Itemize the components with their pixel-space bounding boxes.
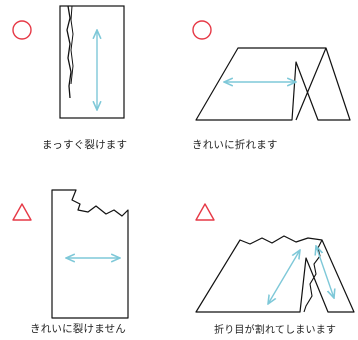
tear-line xyxy=(66,5,72,99)
circle-rating-icon xyxy=(12,20,32,40)
grain-direction-arrow-2 xyxy=(316,246,334,298)
panel-fold-fair xyxy=(195,203,355,313)
paper-sheet-torn xyxy=(51,189,129,319)
triangle-rating-icon xyxy=(12,203,32,221)
folded-sheet xyxy=(195,47,351,121)
caption-tear-good: まっすぐ裂けます xyxy=(42,139,128,151)
grain-direction-arrow xyxy=(268,250,300,304)
folded-sheet-cracked xyxy=(195,235,355,313)
panel-fold-good xyxy=(192,20,351,121)
panel-tear-good xyxy=(12,5,125,119)
caption-fold-good: きれいに折れます xyxy=(192,139,278,151)
caption-fold-fair: 折り目が割れてしまいます xyxy=(214,325,337,336)
paper-sheet xyxy=(59,5,125,119)
triangle-rating-icon xyxy=(195,203,215,221)
circle-rating-icon xyxy=(192,20,212,40)
panel-tear-fair xyxy=(12,189,129,319)
caption-tear-fair: きれいに裂けません xyxy=(30,323,126,335)
tear-line-second xyxy=(70,5,74,85)
fold-crease xyxy=(295,47,327,121)
